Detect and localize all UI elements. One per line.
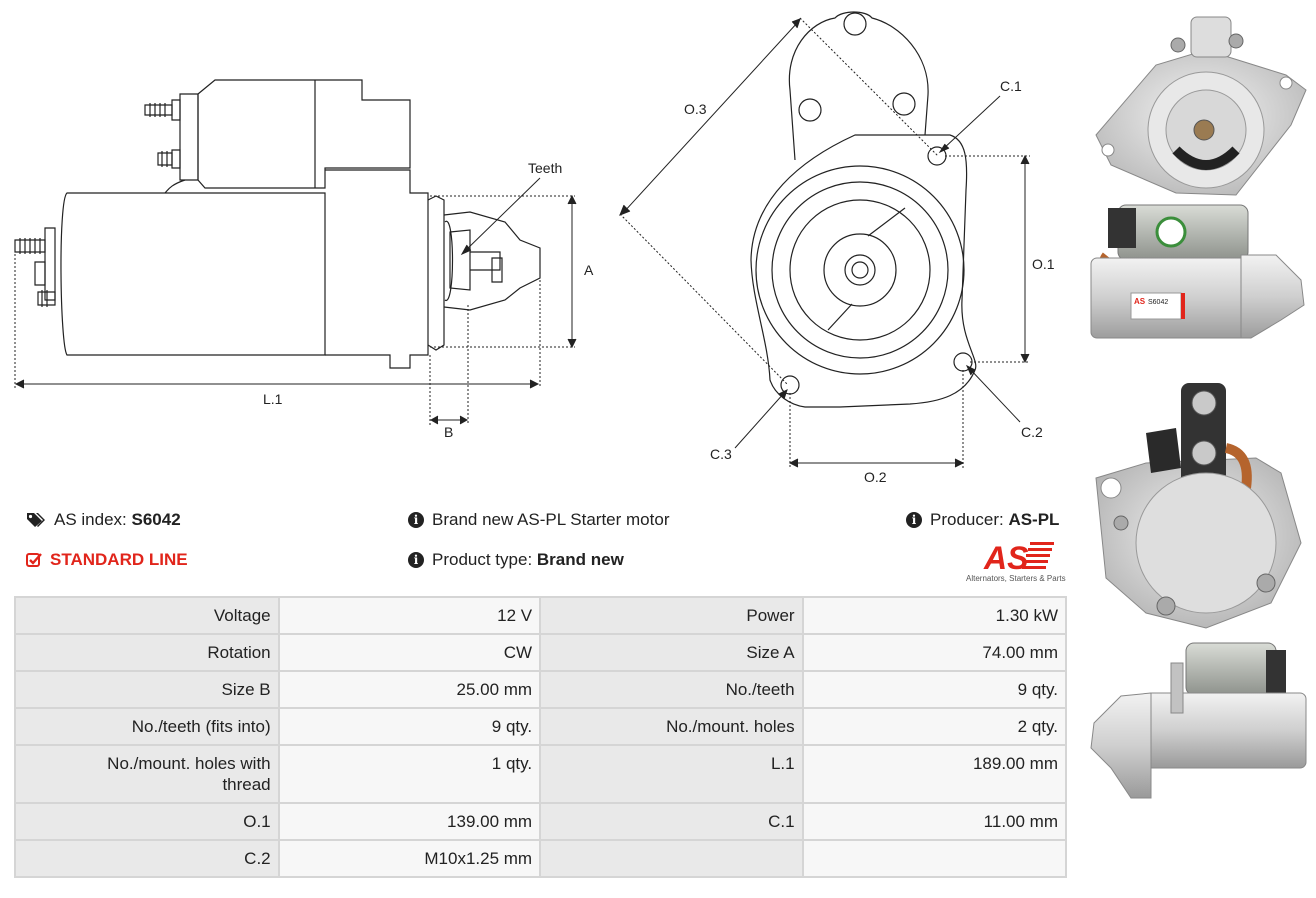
photo-label-code: S6042 — [1148, 299, 1168, 306]
spec-label: Size A — [539, 633, 804, 672]
spec-label: O.1 — [14, 802, 280, 841]
spec-value: 9 qty. — [801, 670, 1068, 709]
table-row: Voltage 12 V Power 1.30 kW — [14, 596, 1068, 635]
table-row: Rotation CW Size A 74.00 mm — [14, 633, 1068, 672]
spec-value: M10x1.25 mm — [277, 839, 542, 878]
product-photo-rear[interactable] — [1086, 378, 1311, 633]
spec-label: Voltage — [14, 596, 280, 635]
dim-a-label: A — [584, 262, 594, 278]
producer-value: AS-PL — [1008, 510, 1060, 529]
info-icon: i — [906, 512, 922, 528]
dim-c3-label: C.3 — [710, 446, 732, 462]
dim-b-label: B — [444, 424, 453, 440]
as-index-value: S6042 — [131, 510, 181, 529]
spec-label — [539, 839, 804, 878]
spec-value: 12 V — [277, 596, 542, 635]
product-type-label: Product type: — [432, 550, 533, 569]
spec-value: 11.00 mm — [801, 802, 1068, 841]
product-photo-front[interactable] — [1086, 5, 1311, 200]
table-row: No./mount. holes with thread 1 qty. L.1 … — [14, 744, 1068, 804]
spec-label: C.2 — [14, 839, 280, 878]
side-view-drawing: Teeth A L.1 B — [14, 79, 594, 440]
teeth-label: Teeth — [528, 160, 562, 176]
spec-value — [801, 839, 1068, 878]
info-icon: i — [408, 512, 424, 528]
product-photo-side-reverse[interactable] — [1086, 638, 1311, 808]
spec-value: 139.00 mm — [277, 802, 542, 841]
photo-label-brand: AS — [1134, 297, 1146, 306]
spec-value: 1 qty. — [277, 744, 542, 804]
spec-value: 25.00 mm — [277, 670, 542, 709]
product-description: i Brand new AS-PL Starter motor — [408, 510, 669, 530]
product-type-value: Brand new — [536, 550, 624, 569]
spec-value: CW — [277, 633, 542, 672]
spec-value: 1.30 kW — [801, 596, 1068, 635]
spec-label: No./teeth (fits into) — [14, 707, 280, 746]
spec-label: Power — [539, 596, 804, 635]
logo-tagline: Alternators, Starters & Parts — [966, 574, 1066, 583]
standard-line-label: STANDARD LINE — [50, 550, 188, 569]
logo-text: AS — [983, 540, 1029, 576]
table-row: O.1 139.00 mm C.1 11.00 mm — [14, 802, 1068, 841]
table-row: Size B 25.00 mm No./teeth 9 qty. — [14, 670, 1068, 709]
spec-label: C.1 — [539, 802, 804, 841]
table-row: No./teeth (fits into) 9 qty. No./mount. … — [14, 707, 1068, 746]
producer-label: Producer: — [930, 510, 1004, 529]
dim-l1-label: L.1 — [263, 391, 283, 407]
product-photo-side[interactable]: AS S6042 — [1086, 200, 1311, 370]
dim-c1-label: C.1 — [1000, 78, 1022, 94]
tags-icon — [27, 513, 45, 527]
spec-value: 9 qty. — [277, 707, 542, 746]
dim-o2-label: O.2 — [864, 469, 887, 485]
as-index: AS index: S6042 — [26, 510, 181, 530]
spec-value: 74.00 mm — [801, 633, 1068, 672]
product-type: i Product type: Brand new — [408, 550, 624, 570]
spec-value: 2 qty. — [801, 707, 1068, 746]
as-index-label: AS index: — [54, 510, 127, 529]
specs-table: Voltage 12 V Power 1.30 kW Rotation CW S… — [14, 596, 1068, 878]
spec-value: 189.00 mm — [801, 744, 1068, 804]
checkbox-checked-icon — [26, 553, 42, 567]
dim-o1-label: O.1 — [1032, 256, 1055, 272]
spec-label: Size B — [14, 670, 280, 709]
as-pl-logo[interactable]: AS Alternators, Starters & Parts — [960, 538, 1070, 584]
description-text: Brand new AS-PL Starter motor — [432, 510, 670, 529]
spec-label: L.1 — [539, 744, 804, 804]
spec-label: No./mount. holes with thread — [14, 744, 280, 804]
standard-line: STANDARD LINE — [26, 550, 188, 570]
dim-c2-label: C.2 — [1021, 424, 1043, 440]
spec-label: Rotation — [14, 633, 280, 672]
producer: i Producer: AS-PL — [906, 510, 1059, 530]
dim-o3-label: O.3 — [684, 101, 707, 117]
spec-label: No./teeth — [539, 670, 804, 709]
table-row: C.2 M10x1.25 mm — [14, 839, 1068, 878]
info-icon: i — [408, 552, 424, 568]
spec-label: No./mount. holes — [539, 707, 804, 746]
front-view-drawing: O.3 C.1 O.1 C.2 C.3 O.2 — [619, 11, 1055, 485]
